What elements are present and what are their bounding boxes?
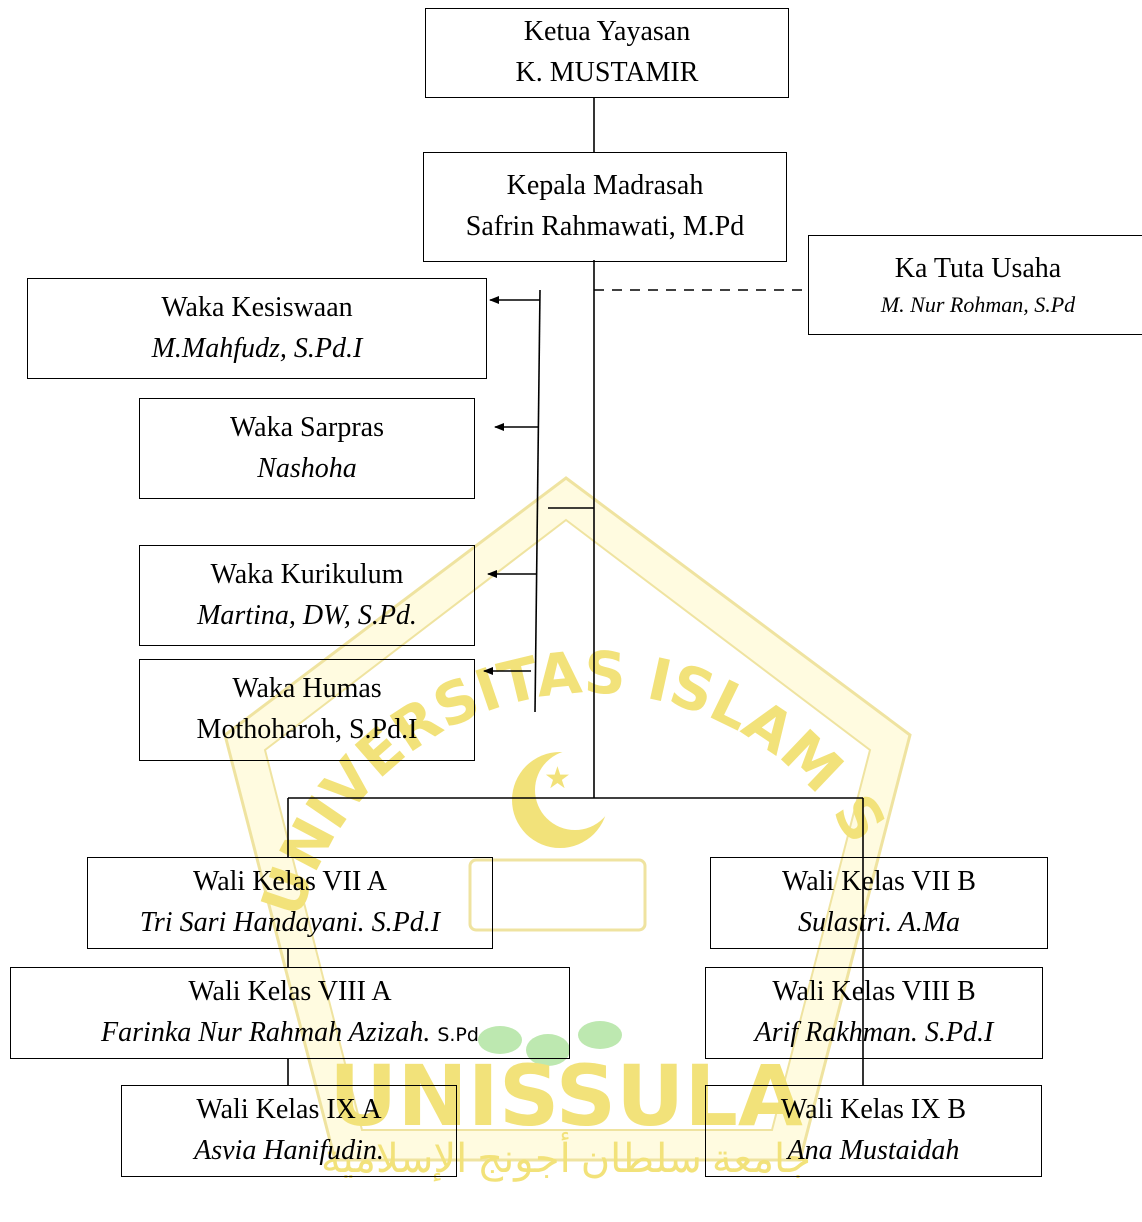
box-wali-kelas-8a: Wali Kelas VIII A Farinka Nur Rahmah Azi…: [10, 967, 570, 1059]
person-name-main: Farinka Nur Rahmah Azizah.: [101, 1017, 431, 1048]
person-name: Mothoharoh, S.Pd.I: [196, 714, 418, 745]
box-waka-humas: Waka Humas Mothoharoh, S.Pd.I: [139, 659, 475, 761]
person-name: Sulastri. A.Ma: [797, 907, 961, 938]
box-waka-sarpras: Waka Sarpras Nashoha: [139, 398, 475, 499]
role-label: Waka Kurikulum: [210, 558, 404, 590]
box-wali-kelas-7a: Wali Kelas VII A Tri Sari Handayani. S.P…: [87, 857, 493, 949]
watermark-leaf-right: [578, 1021, 622, 1049]
role-label: Waka Sarpras: [229, 411, 384, 443]
role-label: Wali Kelas VII B: [782, 866, 976, 898]
person-name: Nashoha: [257, 452, 357, 484]
box-ka-tata-usaha: Ka Tuta Usaha M. Nur Rohman, S.Pd: [808, 235, 1142, 335]
person-name-suffix: S.Pd: [437, 1024, 479, 1046]
person-name: Ana Mustaidah: [787, 1135, 960, 1166]
role-label: Ketua Yayasan: [523, 16, 691, 48]
box-waka-kesiswaan: Waka Kesiswaan M.Mahfudz, S.Pd.I: [27, 278, 487, 379]
box-wali-kelas-8b: Wali Kelas VIII B Arif Rakhman. S.Pd.I: [705, 967, 1043, 1059]
watermark-arabic: جامعة سلطان أجونج الإسلامية: [321, 1131, 811, 1183]
box-wali-kelas-9a: Wali Kelas IX A Asvia Hanifudin.: [121, 1085, 457, 1177]
box-ketua-yayasan: Ketua Yayasan K. MUSTAMIR: [425, 8, 789, 98]
book-icon: [468, 858, 647, 932]
star-icon: ★: [544, 762, 571, 795]
role-label: Ka Tuta Usaha: [894, 252, 1062, 284]
person-name: Safrin Rahmawati, M.Pd: [465, 211, 745, 242]
role-label: Waka Kesiswaan: [161, 291, 353, 323]
role-label: Wali Kelas IX A: [196, 1094, 382, 1126]
role-label: Wali Kelas IX B: [780, 1094, 967, 1126]
box-kepala-madrasah: Kepala Madrasah Safrin Rahmawati, M.Pd: [423, 152, 787, 262]
watermark-name: UNISSULA: [329, 1047, 803, 1145]
role-label: Kepala Madrasah: [506, 170, 704, 202]
role-label: Wali Kelas VIII A: [188, 976, 392, 1008]
person-name: M.Mahfudz, S.Pd.I: [151, 332, 363, 364]
person-name: K. MUSTAMIR: [515, 57, 699, 88]
person-name: Farinka Nur Rahmah Azizah. S.Pd: [101, 1013, 479, 1054]
person-name: Arif Rakhman. S.Pd.I: [754, 1017, 994, 1048]
person-name: M. Nur Rohman, S.Pd: [880, 292, 1076, 318]
person-name: Martina, DW, S.Pd.: [197, 599, 417, 631]
watermark-crescent-inner: [535, 750, 615, 830]
watermark-leaf-left: [478, 1026, 522, 1054]
role-label: Wali Kelas VIII B: [772, 976, 976, 1008]
connector-waka-vertical: [534, 289, 541, 713]
role-label: Wali Kelas VII A: [193, 866, 387, 898]
role-label: Waka Humas: [232, 673, 382, 705]
person-name: Asvia Hanifudin.: [194, 1135, 384, 1166]
box-wali-kelas-9b: Wali Kelas IX B Ana Mustaidah: [705, 1085, 1042, 1177]
person-name: Tri Sari Handayani. S.Pd.I: [139, 907, 441, 938]
box-waka-kurikulum: Waka Kurikulum Martina, DW, S.Pd.: [139, 545, 475, 646]
box-wali-kelas-7b: Wali Kelas VII B Sulastri. A.Ma: [710, 857, 1048, 949]
